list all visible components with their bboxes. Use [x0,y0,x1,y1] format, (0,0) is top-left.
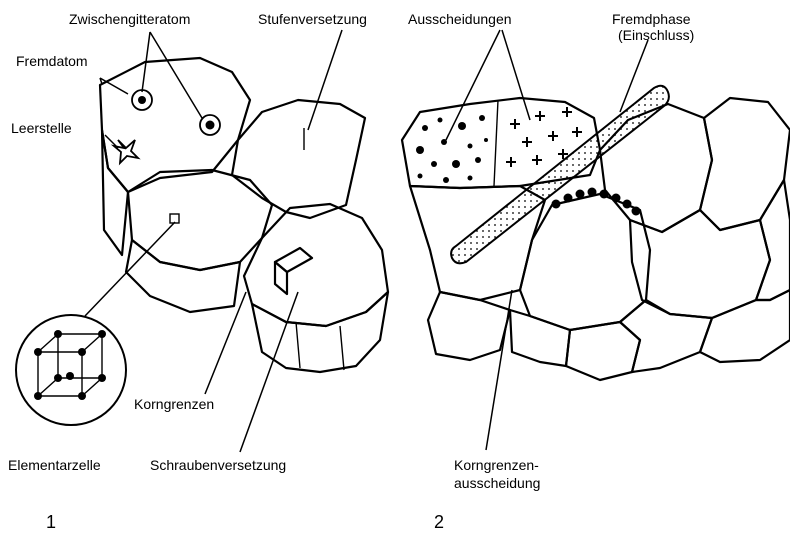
label-korngrenzen-ausscheidung-1: Korngrenzen- [454,457,539,473]
grain-bottom-right [620,300,712,372]
grain-screw-dislocation [244,204,388,326]
figure-1-grain-structure: Fremdatom Zwischengitteratom Stufenverse… [8,11,388,532]
label-elementarzelle: Elementarzelle [8,457,101,473]
unit-cell-inset [16,315,126,425]
grain-bottom-center [510,310,570,366]
grain-edge-dislocation [232,100,365,218]
label-ausscheidungen: Ausscheidungen [408,11,512,27]
figure-2-grain-structure: Ausscheidungen Fremdphase (Einschluss) K… [402,11,790,532]
label-fremdphase: Fremdphase [612,11,691,27]
label-schraubenversetzung: Schraubenversetzung [150,457,286,473]
grain-far-right-top [700,98,790,230]
screw-step-top [275,248,312,272]
label-korngrenzen: Korngrenzen [134,396,214,412]
vacancy-defect [114,140,138,163]
figure-2-number: 2 [434,512,444,532]
screw-side-boundaries [296,322,344,370]
label-zwischengitteratom: Zwischengitteratom [69,11,190,27]
grain-bottom-left [428,292,510,360]
label-korngrenzen-ausscheidung-2: ausscheidung [454,475,540,491]
precipitates-divider [494,100,498,186]
figure-1-number: 1 [46,512,56,532]
round-precipitates [416,115,488,183]
grain-middle-side [126,240,240,312]
grain-bottom-far-right [700,290,790,362]
label-einschluss: (Einschluss) [618,27,694,43]
label-stufenversetzung: Stufenversetzung [258,11,367,27]
foreign-phase-inclusion [451,86,669,264]
screw-step-side [275,262,287,294]
grain-far-right-mid [756,180,790,300]
interstitial-atom-defect [200,115,220,135]
foreign-atom-defect [132,90,152,110]
label-fremdatom: Fremdatom [16,53,88,69]
grain-screw-side [252,292,388,372]
label-leerstelle: Leerstelle [11,120,72,136]
